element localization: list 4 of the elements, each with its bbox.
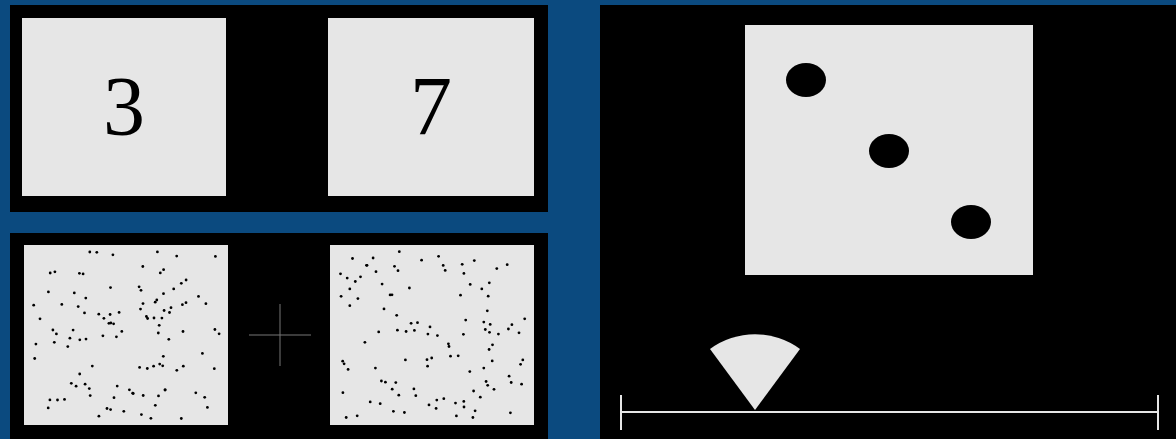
digit-text: 3 bbox=[103, 65, 145, 149]
number-card bbox=[328, 18, 534, 196]
digit-text: 7 bbox=[410, 65, 452, 149]
number-card bbox=[22, 18, 226, 196]
